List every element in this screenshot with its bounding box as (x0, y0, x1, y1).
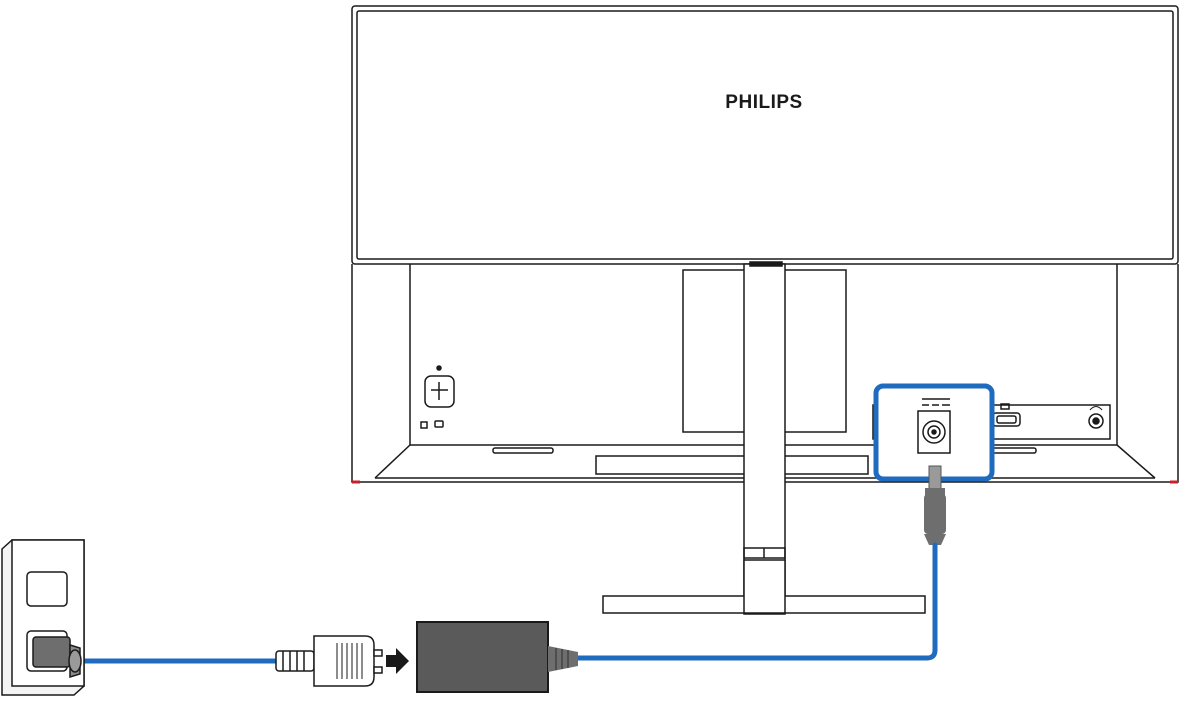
power-cable (75, 542, 938, 664)
ac-plug (275, 635, 383, 687)
brand-logo: PHILIPS (725, 92, 802, 113)
vent-center (595, 455, 869, 475)
kensington-slot (434, 420, 444, 428)
headphone-icon (1089, 406, 1103, 411)
monitor-back (351, 5, 1179, 615)
arrow-right-icon (386, 648, 409, 674)
power-adapter (416, 621, 578, 693)
audio-out-port (1088, 413, 1104, 429)
dc-in-highlight (873, 383, 995, 482)
monitor-panel (351, 5, 1179, 265)
lock-icon (420, 421, 428, 429)
vent-left (492, 447, 554, 454)
vent-right (989, 447, 1037, 454)
dc-cable (575, 542, 938, 661)
joystick-icon (424, 375, 455, 408)
outlet-socket-top (26, 571, 68, 607)
dc-plug (924, 465, 946, 545)
dc-in-port (917, 410, 951, 454)
hdmi-icon (1000, 403, 1010, 410)
wall-outlet (1, 539, 85, 696)
plug-in-socket (32, 636, 71, 668)
